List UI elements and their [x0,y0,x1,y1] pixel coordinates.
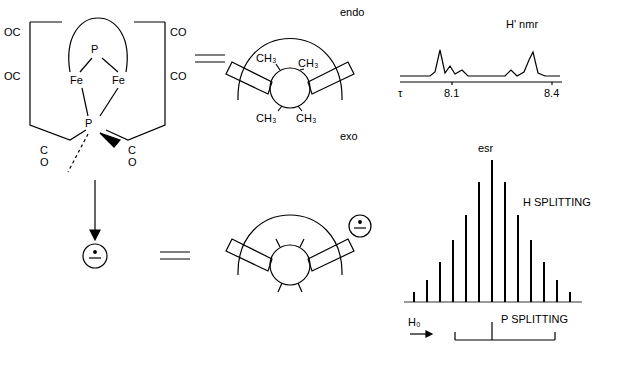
fe-blade [226,62,272,94]
field-arrow [410,333,428,334]
atom-label: Fe [112,74,125,86]
axis-value: 8.4 [544,87,559,99]
methyl-label: CH₃ [256,52,276,64]
axis-label: τ [398,87,402,99]
methyl-bonds [276,64,304,111]
endo-arch [238,39,342,101]
carbonyl-panel [30,22,86,140]
methyl-label: CH₃ [298,57,318,69]
field-label: H₀ [408,316,421,328]
wedge-bond [100,133,120,147]
axis-value: 8.1 [444,87,459,99]
carbonyl-label: C O [40,144,48,168]
minus-sign [89,257,101,258]
equals-sign [160,252,190,259]
methyl-bonds [276,239,304,292]
newman-circle [270,68,310,108]
reaction-arrow [94,180,95,236]
bond-lines [80,58,118,116]
radical-anion [83,244,107,268]
atom-label: Fe [70,74,83,86]
position-label: exo [340,130,358,142]
arrow-head [90,230,100,240]
spectrum-title: esr [478,142,493,154]
equals-sign [195,55,225,62]
fe-blade [308,239,354,271]
position-label: endo [340,6,364,18]
radical-dot [359,221,362,224]
carbonyl-label: OC [4,70,21,82]
carbonyl-label: CO [170,70,187,82]
atom-label: P [91,43,98,55]
esr-lines [414,160,570,302]
phosphido-loop [69,18,127,72]
fe-blade [226,239,272,271]
carbonyl-label: OC [4,26,21,38]
radical-dot [94,251,97,254]
nmr-trace [400,50,560,76]
carbonyl-panel [106,22,165,140]
radical-anion [349,215,371,237]
nmr-axis [400,82,562,85]
esr-baseline [404,302,582,303]
arrow-head [426,331,432,337]
atom-label: P [85,117,92,129]
splitting-label: P SPLITTING [500,313,569,325]
splitting-label: H SPLITTING [522,196,592,208]
dashed-bond [68,134,88,172]
methyl-label: CH₃ [296,112,316,124]
carbonyl-label: CO [170,26,187,38]
newman-circle [270,245,310,285]
minus-sign [354,227,366,228]
methyl-label: CH₃ [256,112,276,124]
carbonyl-label: C O [128,144,136,168]
spectrum-title: H' nmr [506,18,538,30]
